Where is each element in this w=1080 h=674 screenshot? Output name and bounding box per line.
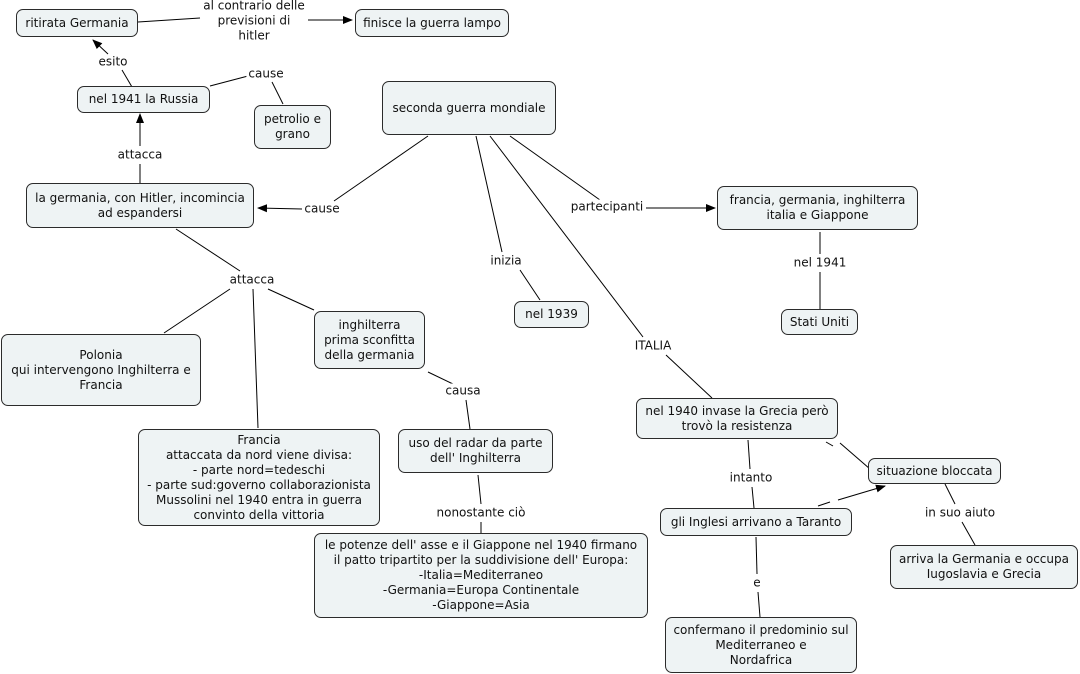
connector-taranto-to-e xyxy=(755,536,758,575)
node-stati-uniti[interactable]: Stati Uniti xyxy=(781,309,858,335)
connector-grecia-to-bloccata2 xyxy=(839,442,871,470)
connector-russia-to-cause xyxy=(209,75,249,87)
connector-taranto-to-bloccata xyxy=(817,501,831,507)
link-label-e: e xyxy=(751,575,763,591)
connector-grecia-to-bloccata xyxy=(825,441,834,447)
link-label-intanto: intanto xyxy=(727,470,775,486)
connector-inghilterra-to-causa xyxy=(427,371,454,385)
link-label-nel-1941: nel 1941 xyxy=(791,255,849,271)
node-ritirata-germania[interactable]: ritirata Germania xyxy=(16,9,138,37)
node-inghilterra[interactable]: inghilterra prima sconfitta della german… xyxy=(314,311,425,369)
link-label-esito: esito xyxy=(96,54,130,70)
connector-cause-to-germania xyxy=(257,204,303,213)
connector-intanto-to-taranto xyxy=(751,486,755,509)
connector-italia-to-grecia xyxy=(665,354,713,399)
node-germania-espansione[interactable]: la germania, con Hitler, incomincia ad e… xyxy=(26,183,254,228)
connector-attacca-to-francia xyxy=(252,288,259,429)
connector-attacca-to-inghilterra xyxy=(267,288,315,311)
node-nel-1941-russia[interactable]: nel 1941 la Russia xyxy=(77,86,210,113)
node-inglesi-taranto[interactable]: gli Inglesi arrivano a Taranto xyxy=(660,508,852,536)
node-polonia[interactable]: Polonia qui intervengono Inghilterra e F… xyxy=(1,334,201,406)
connector-ritirata-to-label xyxy=(137,17,201,23)
node-francia[interactable]: Francia attaccata da nord viene divisa: … xyxy=(138,429,380,526)
node-petrolio-grano[interactable]: petrolio e grano xyxy=(254,105,331,149)
connector-germania-to-attacca2 xyxy=(175,228,241,272)
connector-russia-to-esito xyxy=(121,69,133,88)
connector-causa-to-radar xyxy=(465,399,471,430)
connector-seconda-to-partecipanti xyxy=(509,135,601,201)
node-situazione-bloccata[interactable]: situazione bloccata xyxy=(868,458,1001,484)
connector-e-to-confermano xyxy=(757,591,761,618)
connector-radar-to-nonostante xyxy=(477,474,482,505)
connector-inizia-to-nel1939 xyxy=(519,269,541,301)
connector-seconda-to-cause xyxy=(333,135,429,202)
link-label-in-suo-aiuto: in suo aiuto xyxy=(922,505,998,521)
node-finisce-guerra-lampo[interactable]: finisce la guerra lampo xyxy=(355,9,509,37)
link-label-partecipanti: partecipanti xyxy=(568,199,646,215)
connector-cause-to-petrolio xyxy=(271,81,284,105)
node-nel-1939[interactable]: nel 1939 xyxy=(514,301,589,328)
link-label-inizia: inizia xyxy=(488,253,524,269)
link-label-causa: causa xyxy=(443,383,483,399)
connector-attacca-to-polonia xyxy=(163,288,231,334)
link-label-al-contrario: al contrario delle previsioni di hitler xyxy=(201,0,307,44)
connector-taranto-to-bloccata2 xyxy=(837,484,886,501)
connector-aiuto-to-arriva xyxy=(961,521,976,546)
link-label-attacca-russia: attacca xyxy=(115,147,165,163)
connector-grecia-to-intanto xyxy=(747,439,751,470)
node-uso-radar[interactable]: uso del radar da parte dell' Inghilterra xyxy=(398,429,553,473)
node-grecia[interactable]: nel 1940 invase la Grecia però trovò la … xyxy=(636,398,838,439)
connector-seconda-to-inizia xyxy=(475,135,503,253)
link-label-cause-russia: cause xyxy=(246,66,286,82)
link-label-attacca-main: attacca xyxy=(227,272,277,288)
node-arriva-germania[interactable]: arriva la Germania e occupa Iugoslavia e… xyxy=(890,545,1078,589)
node-confermano-predominio[interactable]: confermano il predominio sul Mediterrane… xyxy=(665,617,857,673)
connector-seconda-to-italia xyxy=(489,135,644,338)
connector-esito-to-ritirata xyxy=(92,39,109,55)
link-label-cause-main: cause xyxy=(302,201,342,217)
node-partecipanti-gruppo[interactable]: francia, germania, inghilterra italia e … xyxy=(717,186,918,230)
link-label-nonostante: nonostante ciò xyxy=(434,505,528,521)
link-label-italia: ITALIA xyxy=(632,338,674,354)
connector-bloccata-to-aiuto xyxy=(944,483,956,505)
node-potenze-asse[interactable]: le potenze dell' asse e il Giappone nel … xyxy=(314,533,648,618)
node-seconda-guerra-mondiale[interactable]: seconda guerra mondiale xyxy=(382,81,556,135)
